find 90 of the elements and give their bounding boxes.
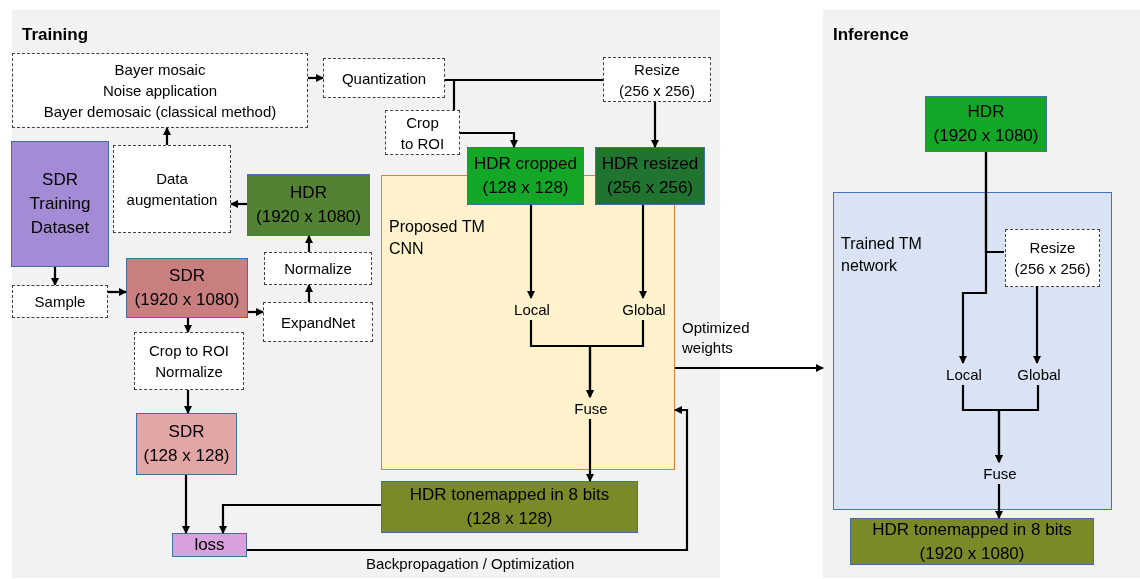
arrow — [527, 205, 535, 299]
box-text: HDR — [967, 101, 1005, 123]
box-text: ExpandNet — [280, 312, 356, 333]
box-text: SDR — [168, 421, 205, 443]
box-text: (1920 x 1080) — [134, 289, 240, 311]
section-heading: Training — [22, 24, 89, 46]
branch-label: Local — [509, 299, 555, 321]
arrow — [184, 390, 192, 414]
image-box — [595, 147, 705, 205]
edge-label: Optimized weights — [682, 318, 751, 358]
box-text: (256 x 256) — [607, 177, 693, 199]
process-box — [263, 302, 373, 342]
box-text: (256 x 256) — [619, 80, 695, 101]
network-panel — [833, 192, 1112, 510]
dataset-box — [11, 141, 109, 267]
box-text: Sample — [34, 292, 86, 312]
process-box — [1005, 229, 1100, 287]
box-text: Normalize — [284, 259, 352, 279]
image-box — [467, 147, 584, 205]
image-box — [925, 96, 1047, 152]
arrow — [230, 200, 247, 208]
arrow — [460, 131, 518, 148]
arrow — [675, 364, 824, 372]
arrow — [248, 308, 264, 316]
box-text: (256 x 256) — [1014, 259, 1091, 279]
arrow — [308, 74, 324, 82]
box-text: loss — [194, 534, 225, 556]
edge-label: Backpropagation / Optimization — [366, 554, 576, 574]
arrow — [163, 127, 171, 145]
box-text: (1920 x 1080) — [919, 542, 1025, 565]
arrow — [1033, 286, 1041, 364]
box-text: (128 x 128) — [482, 177, 569, 199]
box-text: (1920 x 1080) — [933, 125, 1039, 147]
arrow — [247, 406, 689, 552]
arrow — [219, 503, 381, 534]
arrow — [305, 284, 313, 302]
box-text: Bayer demosaic (classical method) — [43, 102, 277, 122]
box-text: Resize — [634, 59, 680, 80]
arrow — [51, 267, 59, 286]
loss-box — [172, 533, 247, 557]
branch-label: Global — [1012, 364, 1066, 386]
output-box — [850, 518, 1094, 565]
arrow — [586, 419, 594, 482]
arrow — [108, 288, 127, 296]
box-text: Bayer mosaic — [114, 60, 206, 80]
arrow — [995, 484, 1003, 519]
process-box — [264, 252, 372, 285]
process-box — [12, 53, 308, 128]
box-text: HDR tonemapped in 8 bits — [409, 484, 610, 506]
box-text: Crop to ROI — [399, 112, 446, 154]
box-text: Quantization — [341, 68, 427, 89]
image-box — [126, 258, 248, 318]
box-text: Normalize — [155, 362, 223, 382]
process-box — [12, 285, 108, 318]
arrow — [305, 235, 313, 252]
process-box — [385, 110, 460, 155]
panel-title: Trained TM network — [841, 234, 923, 276]
panel-title: Proposed TM CNN — [389, 217, 486, 259]
box-text: (128 x 128) — [466, 508, 553, 530]
arrow — [184, 318, 192, 333]
process-box — [323, 58, 445, 98]
box-text: (128 x 128) — [143, 445, 230, 467]
arrow — [182, 475, 190, 534]
arrow — [995, 385, 1040, 463]
branch-label: Fuse — [568, 398, 614, 420]
box-text: Noise application — [102, 81, 218, 101]
arrow — [586, 320, 645, 398]
box-text: Crop to ROI — [149, 341, 229, 361]
section-heading: Inference — [833, 24, 909, 46]
box-text: Data augmentation — [125, 169, 219, 210]
box-text: (1920 x 1080) — [256, 206, 361, 228]
arrow — [651, 102, 659, 148]
box-text: SDR — [169, 265, 205, 287]
inference-panel — [823, 10, 1140, 578]
arrow — [639, 205, 647, 299]
output-box — [381, 481, 638, 533]
box-text: HDR tonemapped in 8 bits — [872, 518, 1072, 541]
box-text: HDR — [290, 182, 327, 204]
image-box — [247, 174, 370, 236]
process-box — [134, 332, 244, 390]
box-text: Resize — [1029, 238, 1076, 258]
branch-label: Global — [617, 299, 671, 321]
box-text: HDR cropped — [474, 153, 577, 175]
process-box — [113, 145, 231, 233]
process-box — [603, 57, 711, 102]
box-text: SDR Training Dataset — [28, 169, 92, 239]
branch-label: Local — [941, 364, 987, 386]
branch-label: Fuse — [977, 463, 1023, 485]
box-text: HDR resized — [601, 153, 699, 175]
image-box — [136, 413, 237, 475]
